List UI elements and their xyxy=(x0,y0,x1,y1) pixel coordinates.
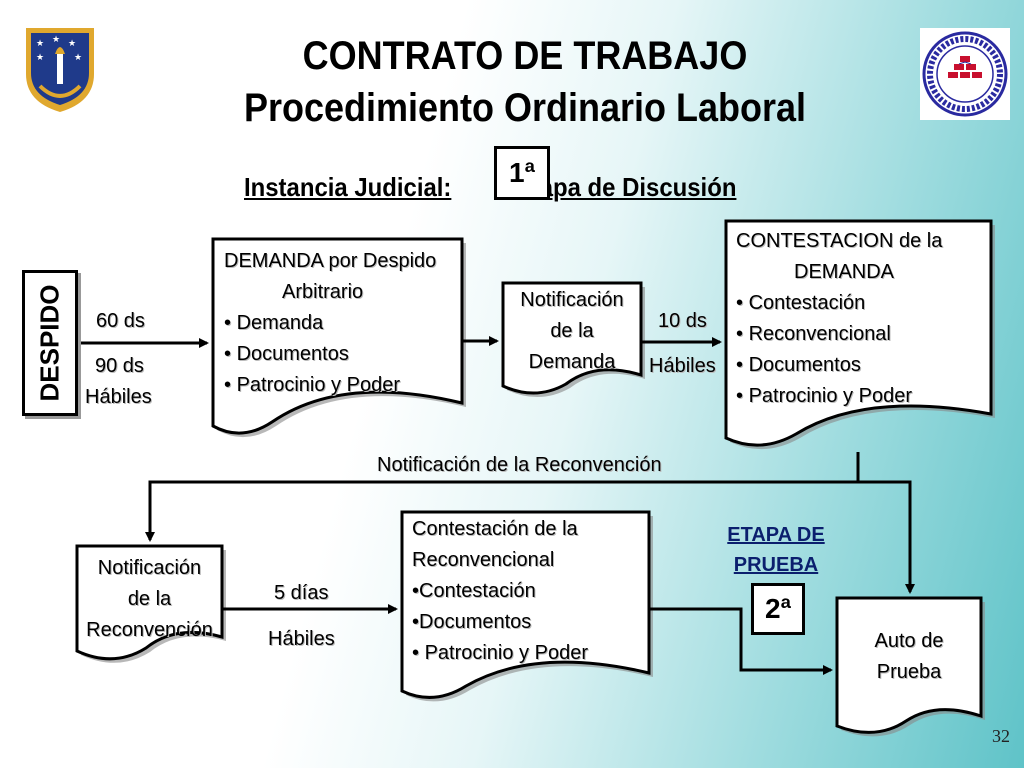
notif-reconv-line: Notificación xyxy=(97,557,202,579)
demanda-item: Demanda xyxy=(224,308,436,339)
svg-text:★: ★ xyxy=(74,53,82,63)
notif-demanda-node: Notificación de la Demanda xyxy=(503,285,641,378)
demanda-title: DEMANDA por Despido xyxy=(224,250,437,272)
contestacion-item: Documentos xyxy=(736,350,942,381)
svg-text:★: ★ xyxy=(36,53,44,63)
arrow-contestacion-auto xyxy=(858,480,915,594)
notif-reconv-line: Reconvención xyxy=(86,619,213,641)
arrow-contest-reconv-auto xyxy=(649,607,833,675)
contest-reconv-item: Patrocinio y Poder xyxy=(412,638,588,669)
contest-reconv-item: Documentos xyxy=(412,607,588,638)
label-habiles-2: Hábiles xyxy=(649,355,716,377)
notif-demanda-line: de la xyxy=(550,320,594,342)
arrow-reconvencion-notif xyxy=(145,452,860,542)
contestacion-item: Reconvencional xyxy=(736,319,942,350)
svg-text:★: ★ xyxy=(52,35,60,45)
auto-prueba-box xyxy=(835,596,983,734)
etapa-discusion-label: Etapa de Discusión xyxy=(515,172,737,202)
auto-prueba-node: Auto de Prueba xyxy=(837,626,981,688)
contest-reconv-item: Contestación xyxy=(412,576,588,607)
page-number: 32 xyxy=(992,726,1010,746)
demanda-item: Documentos xyxy=(224,339,436,370)
label-90-ds: 90 ds xyxy=(95,355,144,377)
contest-reconv-node: Contestación de la Reconvencional Contes… xyxy=(412,514,588,669)
contestacion-node: CONTESTACION de la DEMANDA Contestación … xyxy=(736,226,942,412)
contest-reconv-title: Contestación de la xyxy=(412,518,578,540)
auto-prueba-line: Auto de xyxy=(874,630,944,652)
etapa-prueba-heading: ETAPA DE PRUEBA xyxy=(716,520,836,580)
contestacion-item: Contestación xyxy=(736,288,942,319)
demanda-title-2: Arbitrario xyxy=(282,281,364,303)
label-notif-reconvencion: Notificación de la Reconvención xyxy=(377,454,662,476)
notif-demanda-box xyxy=(501,281,643,395)
instancia-heading: Instancia Judicial: Etapa de Discusión xyxy=(244,172,736,203)
instancia-number-badge: 1ª xyxy=(494,146,550,200)
despido-label: DESPIDO xyxy=(34,284,65,402)
contest-reconv-title-2: Reconvencional xyxy=(412,549,555,571)
contestacion-item: Patrocinio y Poder xyxy=(736,381,942,412)
notif-demanda-line: Demanda xyxy=(528,351,616,373)
label-5-dias: 5 días xyxy=(274,582,329,604)
demanda-node: DEMANDA por Despido Arbitrario Demanda D… xyxy=(224,246,436,401)
svg-text:★: ★ xyxy=(68,39,76,49)
contestacion-title-2: DEMANDA xyxy=(794,261,895,283)
etapa-prueba-line1: ETAPA DE xyxy=(727,524,825,546)
despido-node: DESPIDO xyxy=(22,270,78,416)
label-habiles-3: Hábiles xyxy=(268,628,335,650)
university-shield-logo: ★ ★ ★ ★ ★ xyxy=(26,28,94,112)
etapa-prueba-line2: PRUEBA xyxy=(733,554,819,576)
notif-reconv-line: de la xyxy=(127,588,172,610)
prueba-number-badge: 2ª xyxy=(751,583,805,635)
notif-reconv-node: Notificación de la Reconvención xyxy=(77,553,222,646)
page-subtitle: Procedimiento Ordinario Laboral xyxy=(243,86,807,130)
instancia-label: Instancia Judicial: xyxy=(244,172,452,202)
label-10-ds: 10 ds xyxy=(658,310,707,332)
notif-demanda-line: Notificación xyxy=(520,289,624,311)
faculty-seal-logo xyxy=(920,28,1010,120)
label-60-ds: 60 ds xyxy=(96,310,145,332)
notif-reconv-box xyxy=(75,544,224,661)
demanda-item: Patrocinio y Poder xyxy=(224,370,436,401)
svg-text:★: ★ xyxy=(36,39,44,49)
page-title: CONTRATO DE TRABAJO xyxy=(302,34,748,78)
contestacion-title: CONTESTACION de la xyxy=(736,230,943,252)
auto-prueba-line: Prueba xyxy=(876,661,942,683)
label-habiles-1: Hábiles xyxy=(85,386,152,408)
